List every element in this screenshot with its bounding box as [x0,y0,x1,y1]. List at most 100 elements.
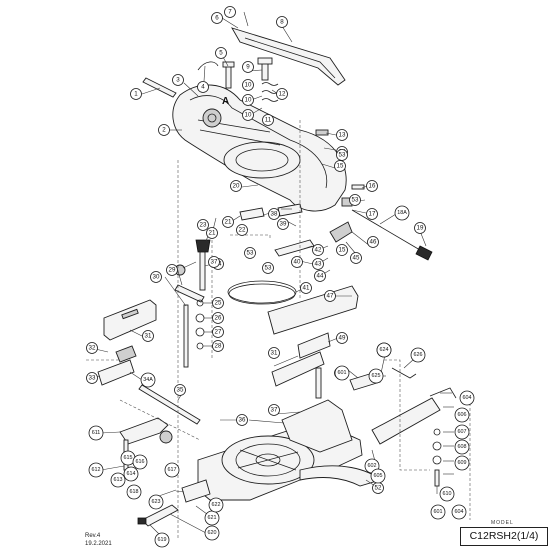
callout-39: 39 [277,218,289,230]
svg-text:36: 36 [239,417,246,424]
svg-text:616: 616 [136,459,145,465]
svg-text:28: 28 [215,343,222,350]
svg-text:623: 623 [152,499,161,505]
svg-text:1: 1 [134,91,138,98]
callout-27: 27 [212,326,224,338]
callout-616: 616 [132,454,148,470]
svg-text:42: 42 [315,247,322,254]
model-title-box: C12RSH2(1/4) [460,527,548,546]
svg-text:31: 31 [271,350,278,357]
svg-text:37: 37 [211,259,218,266]
callout-labels: 123456789101010111213141515161718A192021… [86,6,475,548]
callout-3: 3 [172,74,184,86]
svg-text:40: 40 [294,259,301,266]
callout-612: 612 [88,462,104,478]
callout-44: 44 [314,270,326,282]
callout-621: 621 [204,510,220,526]
svg-text:606: 606 [458,412,467,418]
callout-18A: 18A [394,205,410,221]
callout-606: 606 [454,407,470,423]
callout-601: 601 [334,365,350,381]
svg-text:18A: 18A [397,210,407,216]
svg-text:614: 614 [127,471,136,477]
callout-11: 11 [262,114,274,126]
svg-text:10: 10 [245,97,252,104]
callout-53: 53 [336,149,348,161]
callout-17: 17 [366,208,378,220]
dashed-guides [86,120,471,540]
svg-text:11: 11 [265,117,272,124]
callout-52: 52 [372,482,384,494]
callout-45: 45 [350,252,362,264]
callout-30: 30 [150,271,162,283]
callout-10: 10 [242,94,254,106]
svg-text:33: 33 [89,375,96,382]
callout-42: 42 [312,244,324,256]
callout-601: 601 [430,504,446,520]
model-caption: MODEL [491,520,514,526]
svg-text:31: 31 [145,333,152,340]
svg-text:37: 37 [271,407,278,414]
callout-37: 37 [208,256,220,268]
svg-text:5: 5 [219,50,223,57]
callout-31: 31 [142,330,154,342]
callout-604: 604 [451,504,467,520]
svg-text:611: 611 [92,430,101,436]
svg-text:618: 618 [130,489,139,495]
view-marker-letter: A [222,96,230,107]
callout-46: 46 [367,236,379,248]
svg-text:601: 601 [434,509,443,515]
svg-text:32: 32 [89,345,96,352]
base-assembly [119,367,457,527]
callout-31: 31 [268,347,280,359]
svg-text:620: 620 [208,530,217,536]
svg-text:12: 12 [279,91,286,98]
callout-29: 29 [166,264,178,276]
callout-613: 613 [110,472,126,488]
svg-text:604: 604 [455,509,464,515]
svg-text:6: 6 [215,15,219,22]
callout-26: 26 [212,312,224,324]
callout-53: 53 [244,247,256,259]
svg-text:15: 15 [337,163,344,170]
callout-622: 622 [208,497,224,513]
svg-text:4: 4 [201,84,205,91]
callout-53: 53 [349,194,361,206]
svg-text:22: 22 [239,227,246,234]
callout-625: 625 [368,368,384,384]
svg-text:26: 26 [215,315,222,322]
svg-text:9: 9 [246,64,250,71]
svg-text:8: 8 [280,19,284,26]
callout-623: 623 [148,494,164,510]
callout-614: 614 [123,466,139,482]
svg-text:604: 604 [463,395,472,401]
svg-text:53: 53 [265,265,272,272]
svg-text:626: 626 [414,352,423,358]
svg-text:613: 613 [114,477,123,483]
svg-text:619: 619 [158,537,167,543]
svg-text:602: 602 [368,463,377,469]
svg-text:13: 13 [339,132,346,139]
svg-text:44: 44 [317,273,324,280]
svg-text:30: 30 [153,274,160,281]
callout-618: 618 [126,484,142,500]
callout-49: 49 [336,332,348,344]
svg-text:607: 607 [458,429,467,435]
svg-text:29: 29 [169,267,176,274]
svg-text:3: 3 [176,77,180,84]
svg-text:20: 20 [233,183,240,190]
callout-21: 21 [222,216,234,228]
callout-34A: 34A [140,372,156,388]
svg-text:53: 53 [339,152,346,159]
callout-25: 25 [212,297,224,309]
callout-4: 4 [197,81,209,93]
callout-23: 23 [197,219,209,231]
callout-32: 32 [86,342,98,354]
svg-text:615: 615 [124,455,133,461]
svg-text:45: 45 [353,255,360,262]
svg-text:15: 15 [339,247,346,254]
svg-text:621: 621 [208,515,217,521]
callout-15: 15 [334,160,346,172]
callout-22: 22 [236,224,248,236]
